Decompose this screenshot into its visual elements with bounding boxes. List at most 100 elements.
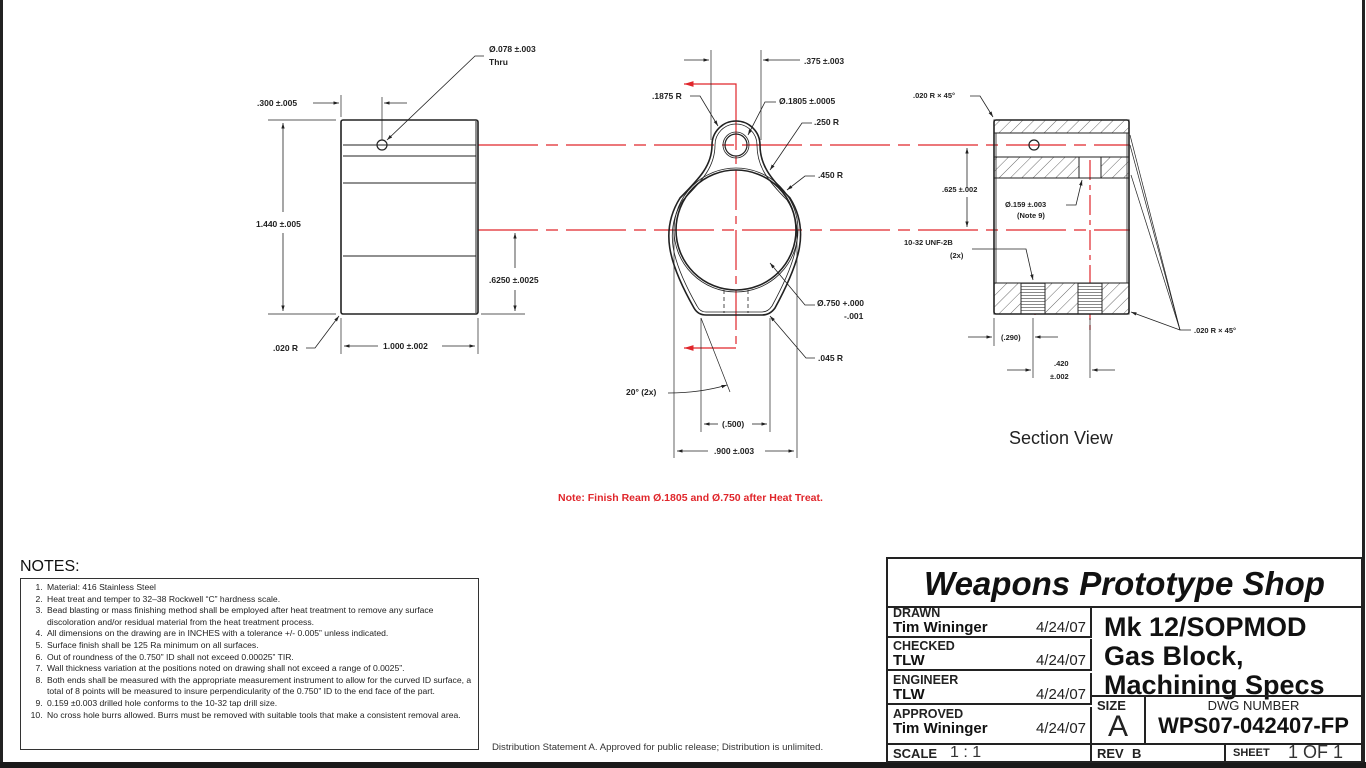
note-item: Out of roundness of the 0.750” ID shall … <box>45 652 474 664</box>
note-item: All dimensions on the drawing are in INC… <box>45 628 474 640</box>
chamfer-bottom-dim: .020 R × 45° <box>1194 326 1236 335</box>
front-view-outline <box>340 119 479 315</box>
main-bore-dim: Ø.750 +.000 <box>817 298 864 308</box>
lug-bore-dim: Ø.1805 ±.0005 <box>779 96 835 106</box>
lug-bore <box>724 133 748 157</box>
note-item: Material: 416 Stainless Steel <box>45 582 474 594</box>
dwg-number-value: WPS07-042407-FP <box>1158 713 1349 738</box>
end-view-labels: .375 ±.003 .1875 R Ø.1805 ±.0005 .250 R … <box>626 56 864 456</box>
flat-width-dim: (.500) <box>722 419 744 429</box>
height-dim: 1.440 ±.005 <box>256 219 301 229</box>
size-value: A <box>1107 710 1128 743</box>
corner-radius-dim: .020 R <box>273 343 298 353</box>
drill-note: (Note 9) <box>1017 211 1045 220</box>
drill-hole-dim: Ø.159 ±.003 <box>1005 200 1046 209</box>
title-line: Gas Block, <box>1104 641 1244 671</box>
main-bore <box>675 169 797 291</box>
signoff-checked: CHECKED TLW 4/24/07 <box>888 639 1092 671</box>
centerlines <box>478 81 1130 351</box>
note-item: Surface finish shall be 125 Ra minimum o… <box>45 640 474 652</box>
rev-label: REV <box>1097 746 1124 761</box>
size-label: SIZE <box>1097 698 1126 713</box>
title-line: Mk 12/SOPMOD <box>1104 612 1307 642</box>
signoff-date: 4/24/07 <box>1035 652 1086 669</box>
distribution-statement: Distribution Statement A. Approved for p… <box>492 742 824 753</box>
signoff-name: TLW <box>893 652 925 669</box>
sheet-label: SHEET <box>1233 747 1270 759</box>
signoff-date: 4/24/07 <box>1035 619 1086 636</box>
lug-radius-dim: .1875 R <box>652 91 682 101</box>
title-line: Machining Specs <box>1104 670 1325 700</box>
size-cell: SIZE A <box>1092 695 1146 743</box>
section-view <box>965 95 1191 378</box>
gas-block-profile <box>668 120 802 316</box>
center-distance-dim: .625 ±.002 <box>942 185 977 194</box>
dwg-number-label: DWG NUMBER <box>1207 698 1300 713</box>
sheet-border-bottom <box>0 762 1366 768</box>
heat-treat-note: Note: Finish Ream Ø.1805 and Ø.750 after… <box>558 492 823 504</box>
signoff-engineer: ENGINEER TLW 4/24/07 <box>888 673 1092 705</box>
scale-cell: SCALE 1 : 1 <box>888 744 1092 763</box>
notes-title: NOTES: <box>20 558 80 575</box>
signoff-date: 4/24/07 <box>1035 720 1086 737</box>
signoff-role: DRAWN <box>893 606 941 620</box>
sheet-cell: SHEET 1 OF 1 <box>1226 742 1361 763</box>
sheet-value: 1 OF 1 <box>1288 742 1344 762</box>
note-item: No cross hole burrs allowed. Burrs must … <box>45 710 474 722</box>
dwg-number-cell: DWG NUMBER WPS07-042407-FP <box>1146 695 1361 743</box>
note-item: Bead blasting or mass finishing method s… <box>45 605 474 628</box>
width-dim: 1.000 ±.002 <box>383 341 428 351</box>
main-bore-tol: -.001 <box>844 311 864 321</box>
hole-callout: Ø.078 ±.003 <box>489 44 536 54</box>
gas-port-height-dim: .6250 ±.0025 <box>489 275 539 285</box>
front-view-labels: Ø.078 ±.003 Thru .300 ±.005 1.440 ±.005 … <box>256 44 539 353</box>
thread-offset-dim: (.290) <box>1001 333 1021 342</box>
signoff-role: APPROVED <box>893 707 964 721</box>
note-item: Wall thickness variation at the position… <box>45 663 474 675</box>
overall-width-dim: .900 ±.003 <box>714 446 754 456</box>
lug-width-dim: .375 ±.003 <box>804 56 844 66</box>
section-cross-hole <box>1028 139 1040 151</box>
note-item: Heat treat and temper to 32–38 Rockwell … <box>45 594 474 606</box>
notes-box: Material: 416 Stainless Steel Heat treat… <box>20 578 479 750</box>
title-block-footer: SCALE 1 : 1 REV B SHEET 1 OF 1 <box>888 742 1361 763</box>
section-view-title: Section View <box>1009 428 1113 448</box>
section-view-labels: .020 R × 45° .625 ±.002 Ø.159 ±.003 (Not… <box>904 91 1236 381</box>
body-radius-dim: .450 R <box>818 170 843 180</box>
section-arrow-top <box>684 81 737 110</box>
rev-cell: REV B <box>1092 745 1226 763</box>
thread-hole-2 <box>1077 282 1103 315</box>
scale-value: 1 : 1 <box>950 744 982 761</box>
chamfer-top-dim: .020 R × 45° <box>913 91 955 100</box>
thread-hole-1 <box>1020 282 1046 315</box>
signoff-drawn: DRAWN Tim Wininger 4/24/07 <box>888 606 1092 638</box>
signoff-name: TLW <box>893 686 925 703</box>
edge-radius-dim: .045 R <box>818 353 843 363</box>
rev-value: B <box>1132 746 1142 761</box>
sheet-border-left <box>0 0 3 768</box>
scale-label: SCALE <box>893 746 938 761</box>
thread-spacing-dim: .420 <box>1054 359 1069 368</box>
sheet-border-right <box>1362 0 1365 768</box>
signoff-name: Tim Wininger <box>893 619 988 636</box>
note-item: Both ends shall be measured with the app… <box>45 675 474 698</box>
notes-list: Material: 416 Stainless Steel Heat treat… <box>25 582 474 721</box>
thread-spacing-tol: ±.002 <box>1050 372 1069 381</box>
signoff-name: Tim Wininger <box>893 720 988 737</box>
signoff-role: CHECKED <box>893 639 955 653</box>
note-item: 0.159 ±0.003 drilled hole conforms to th… <box>45 698 474 710</box>
title-block: Weapons Prototype Shop DRAWN Tim Wininge… <box>886 557 1363 763</box>
hole-callout-sub: Thru <box>489 57 508 67</box>
signoff-approved: APPROVED Tim Wininger 4/24/07 <box>888 707 1092 743</box>
thread-qty: (2x) <box>950 251 964 260</box>
front-view <box>268 55 525 354</box>
signoff-role: ENGINEER <box>893 673 959 687</box>
fillet-radius-dim: .250 R <box>814 117 839 127</box>
drawing-title: Mk 12/SOPMOD Gas Block, Machining Specs <box>1104 613 1325 700</box>
hole-offset-dim: .300 ±.005 <box>257 98 297 108</box>
angle-dim: 20° (2x) <box>626 387 657 397</box>
thread-dim: 10-32 UNF-2B <box>904 238 953 247</box>
signoff-date: 4/24/07 <box>1035 686 1086 703</box>
end-view <box>667 50 815 458</box>
